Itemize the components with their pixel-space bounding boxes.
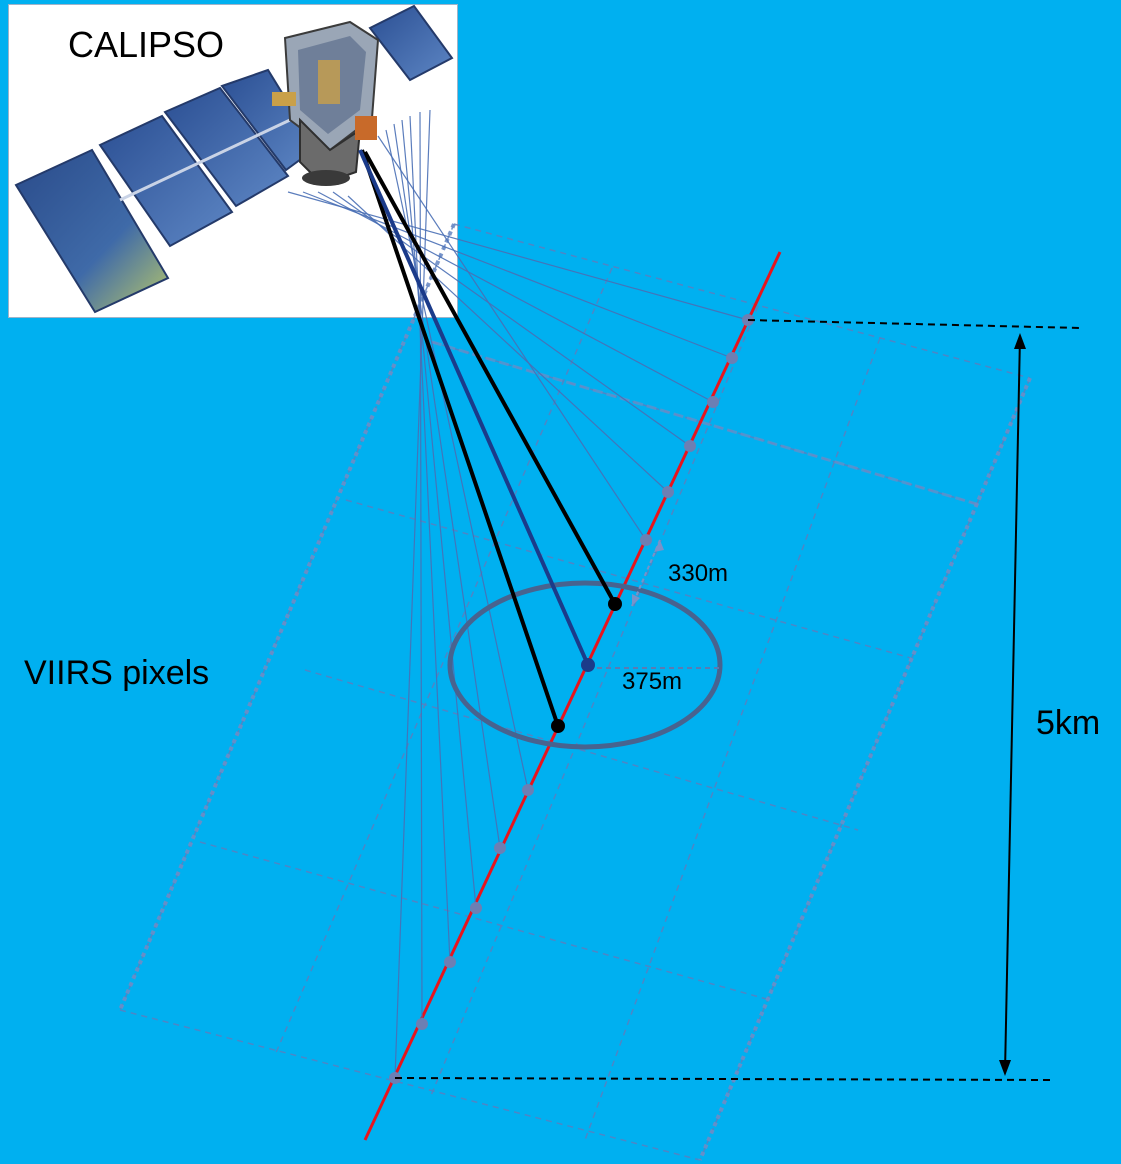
height-arrow-head <box>999 1060 1011 1076</box>
viirs-grid-edge <box>118 223 456 1011</box>
bottom-extent-line <box>394 1077 1051 1081</box>
laser-beam-line <box>317 191 714 403</box>
viirs-grid-line <box>584 337 881 1141</box>
top-extent-line <box>747 319 1081 329</box>
laser-beam-line <box>394 109 431 1079</box>
laser-beam-line <box>347 195 669 493</box>
spacing-arrow <box>631 539 661 607</box>
laser-beam-line <box>393 123 501 849</box>
viirs-grid-line <box>199 841 771 1001</box>
height-dimension-line <box>1004 335 1021 1073</box>
viirs-grid-line <box>304 669 859 831</box>
laser-beam-line <box>287 191 749 321</box>
edge-beam-line <box>360 149 560 727</box>
laser-shot-point <box>522 784 534 796</box>
height-arrow-head <box>1014 333 1026 349</box>
spacing-arrow-head <box>632 594 640 606</box>
laser-beam-line <box>409 115 451 963</box>
center-beam-line <box>358 149 590 666</box>
laser-shot-point <box>444 956 456 968</box>
viirs-pixels-label: VIIRS pixels <box>24 654 210 692</box>
laser-shot-point <box>726 352 738 364</box>
laser-beam-line <box>332 191 691 447</box>
calipso-satellite-image <box>14 4 454 314</box>
viirs-grid-line <box>119 1009 701 1161</box>
laser-beam-line <box>419 111 423 1025</box>
shot-spacing-label: 330m <box>668 560 729 587</box>
laser-shot-point <box>494 842 506 854</box>
laser-beam-line <box>377 135 647 541</box>
laser-shot-point <box>470 902 482 914</box>
height-label: 5km <box>1036 704 1101 742</box>
laser-shot-point <box>662 486 674 498</box>
laser-beam-line <box>385 129 529 791</box>
spacing-arrow-head <box>654 540 664 552</box>
laser-shot-point <box>416 1018 428 1030</box>
footprint-radius-label: 375m <box>622 668 683 695</box>
viirs-grid-line <box>453 223 1031 379</box>
edge-shot-point <box>608 597 622 611</box>
center-shot-point <box>581 658 595 672</box>
laser-beam-line <box>401 119 477 909</box>
laser-beam-line <box>302 191 733 359</box>
viirs-grid-edge <box>431 340 981 507</box>
viirs-footprint-ellipse <box>447 580 723 750</box>
satellite-name-label: CALIPSO <box>68 24 225 65</box>
laser-shot-point <box>640 534 652 546</box>
laser-shot-point <box>707 396 719 408</box>
edge-shot-point <box>551 719 565 733</box>
viirs-grid-edge <box>698 377 1032 1161</box>
edge-beam-line <box>363 151 617 605</box>
laser-shot-point <box>684 440 696 452</box>
